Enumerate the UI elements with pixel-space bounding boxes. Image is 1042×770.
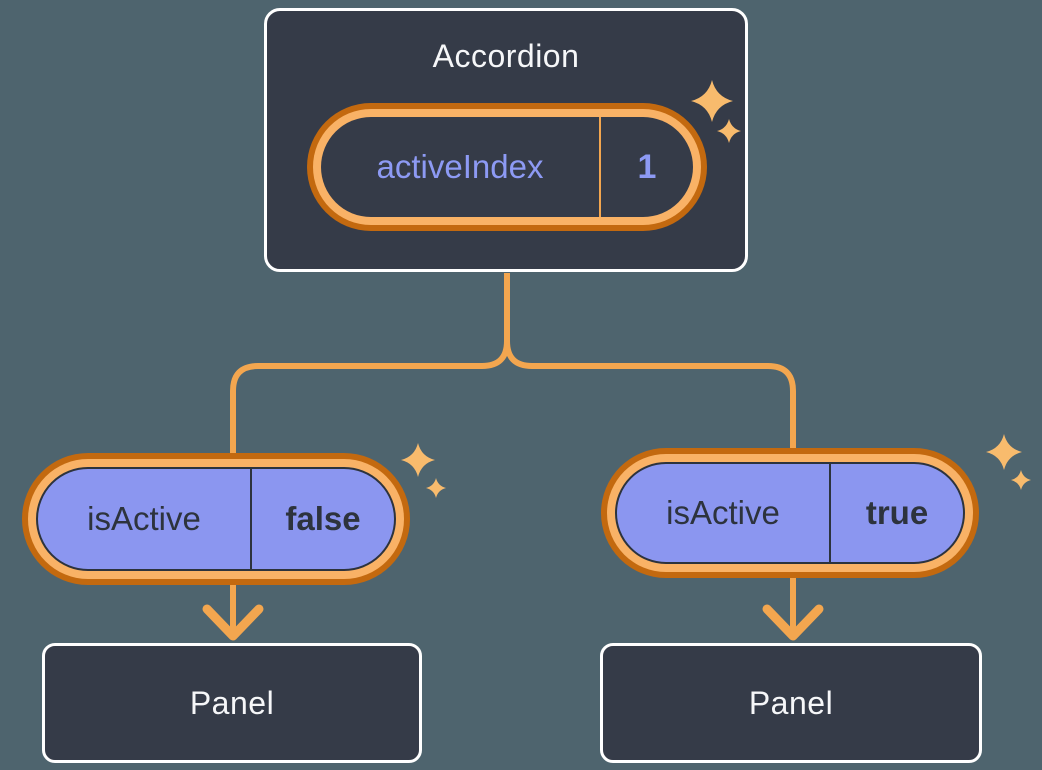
accordion-node-title: Accordion (432, 38, 580, 74)
state-pill-activeindex: activeIndex 1 (307, 103, 707, 231)
state-pill-body: activeIndex 1 (321, 117, 693, 217)
pill-divider (829, 464, 831, 562)
prop-pill-glow-ring: isActive false (28, 459, 404, 579)
prop-value: true (865, 494, 929, 531)
sparkle-icon (401, 443, 435, 477)
prop-pill-isactive-right: isActive true (601, 448, 979, 578)
prop-pill-glow-ring: isActive true (607, 454, 973, 572)
panel-node-left-title: Panel (189, 684, 275, 721)
down-arrow-icon (762, 604, 824, 641)
sparkle-icon (1011, 470, 1031, 490)
sparkle-icon (426, 478, 446, 498)
prop-value: false (285, 500, 361, 537)
panel-node-right-title: Panel (748, 684, 834, 721)
pill-divider (599, 117, 601, 217)
prop-pill-body: isActive false (36, 467, 396, 571)
sparkle-icon (986, 434, 1022, 470)
prop-pill-body: isActive true (615, 462, 965, 564)
state-value: 1 (637, 147, 657, 186)
down-arrow-icon (202, 604, 264, 641)
prop-name-label: isActive (666, 494, 780, 531)
state-pill-glow-ring: activeIndex 1 (313, 109, 701, 225)
state-name-label: activeIndex (376, 148, 544, 185)
panel-node-right: Panel (600, 643, 982, 763)
panel-node-left: Panel (42, 643, 422, 763)
prop-name-label: isActive (87, 500, 201, 537)
prop-pill-isactive-left: isActive false (22, 453, 410, 585)
